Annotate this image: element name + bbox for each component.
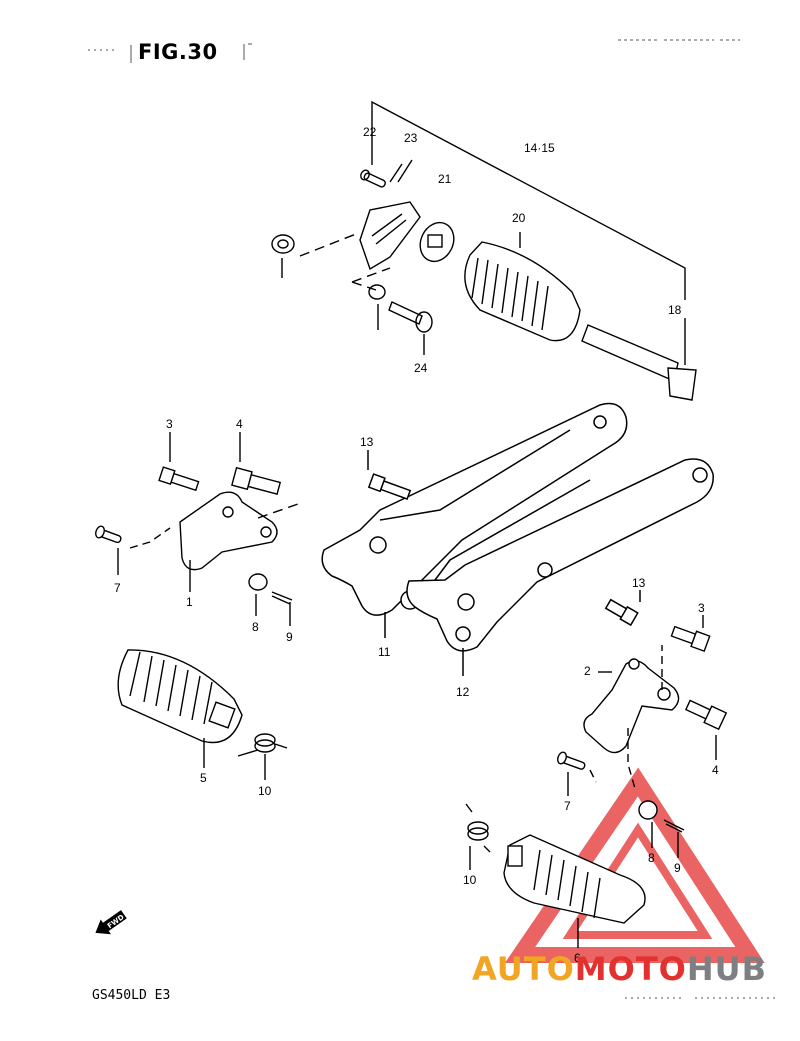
figure-title: FIG.30 bbox=[138, 40, 218, 64]
label-3-right: 3 bbox=[698, 601, 705, 615]
part-labels: 22 23 14·15 21 20 18 24 3 4 13 7 1 13 8 … bbox=[114, 125, 719, 965]
bolt-4-left bbox=[231, 466, 282, 496]
label-8-right: 8 bbox=[648, 851, 655, 865]
label-10-left: 10 bbox=[258, 784, 272, 798]
label-7-right: 7 bbox=[564, 799, 571, 813]
label-2: 2 bbox=[584, 664, 591, 678]
right-footrest-assembly bbox=[465, 615, 728, 948]
bracket-2 bbox=[583, 660, 680, 754]
bracket-12 bbox=[406, 458, 714, 652]
rubber-6 bbox=[503, 834, 646, 924]
label-13-top: 13 bbox=[360, 435, 374, 449]
watermark-moto: MOTO bbox=[574, 950, 687, 988]
washer-19 bbox=[419, 221, 455, 263]
washer-23 bbox=[368, 284, 386, 300]
label-5: 5 bbox=[200, 771, 207, 785]
label-12: 12 bbox=[456, 685, 470, 699]
label-22: 24 bbox=[414, 361, 428, 375]
label-8-left: 8 bbox=[252, 620, 259, 634]
rear-footrest-assembly bbox=[271, 100, 697, 401]
label-9-right: 9 bbox=[674, 861, 681, 875]
pin-9-right bbox=[663, 819, 685, 833]
label-14-15: 14·15 bbox=[524, 141, 555, 155]
spring-10-right bbox=[465, 803, 491, 853]
watermark-hub: HUB bbox=[686, 950, 768, 988]
pin-7-left bbox=[95, 525, 122, 544]
bolt-22 bbox=[388, 301, 433, 333]
rubber-5 bbox=[117, 649, 243, 744]
rubber-18 bbox=[464, 241, 581, 342]
pin-9-left bbox=[271, 591, 293, 605]
label-13-right: 13 bbox=[632, 576, 646, 590]
label-6: 6 bbox=[574, 951, 581, 965]
bolt-13-right bbox=[604, 598, 639, 627]
nut-24 bbox=[271, 234, 295, 254]
washer-8-right bbox=[638, 800, 658, 820]
label-4-right: 4 bbox=[712, 763, 719, 777]
label-20: 22 bbox=[363, 125, 377, 139]
watermark-auto: AUTO bbox=[472, 950, 575, 988]
bolt-4-right bbox=[684, 699, 728, 731]
label-11: 11 bbox=[378, 645, 391, 659]
bracket-11 bbox=[321, 402, 628, 616]
bracket-1 bbox=[179, 491, 278, 571]
label-18: 20 bbox=[512, 211, 526, 225]
label-10-right: 10 bbox=[463, 873, 477, 887]
footrest-brackets bbox=[321, 402, 714, 676]
pin-7-right bbox=[557, 751, 586, 770]
left-footrest-assembly bbox=[95, 432, 299, 780]
label-16-17: 18 bbox=[668, 303, 682, 317]
label-3-left: 3 bbox=[166, 417, 173, 431]
label-21: 23 bbox=[404, 131, 418, 145]
fwd-arrow-icon: FWD bbox=[95, 910, 127, 935]
bolt-3-left bbox=[158, 466, 200, 492]
bolt-13-top bbox=[367, 473, 412, 500]
clevis-pin-20 bbox=[360, 169, 386, 188]
scan-marks bbox=[88, 39, 775, 999]
footrest-bar-16-17 bbox=[581, 324, 697, 401]
label-7-left: 7 bbox=[114, 581, 121, 595]
label-1: 1 bbox=[186, 595, 193, 609]
spring-10-left bbox=[237, 733, 288, 757]
label-19: 21 bbox=[438, 172, 452, 186]
label-4-left: 4 bbox=[236, 417, 243, 431]
watermark-logo: AUTOMOTOHUB bbox=[472, 950, 767, 988]
washer-8-left bbox=[248, 573, 268, 591]
label-9-left: 9 bbox=[286, 630, 293, 644]
bolt-3-right bbox=[670, 625, 711, 653]
model-code: GS450LD E3 bbox=[92, 988, 171, 1003]
